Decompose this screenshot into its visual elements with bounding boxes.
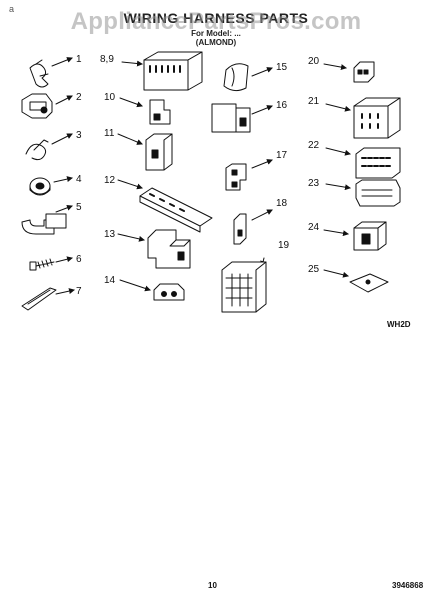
part-15-sleeve — [223, 63, 273, 92]
callout-21: 21 — [308, 96, 320, 107]
part-19-terminal-housing — [221, 257, 267, 313]
part-11-housing — [117, 133, 173, 171]
part-3-wire-tie — [25, 133, 73, 161]
callout-5: 5 — [76, 202, 82, 213]
callout-3: 3 — [76, 130, 82, 141]
callout-12: 12 — [104, 175, 116, 186]
callout-20: 20 — [308, 56, 320, 67]
callout-15: 15 — [276, 62, 288, 73]
callout-7: 7 — [76, 286, 82, 297]
watermark: AppliancePartsPros.com — [70, 8, 362, 35]
part-2-terminal-clip — [21, 93, 73, 119]
part-18-retainer — [233, 209, 273, 245]
page-number: 10 — [208, 581, 217, 590]
callout-numbers: 1 2 3 4 5 6 7 8,9 10 11 12 13 14 15 16 1… — [76, 54, 320, 297]
callout-24: 24 — [308, 222, 320, 233]
part-7-mounting-strap — [21, 287, 75, 311]
callout-4: 4 — [76, 174, 82, 185]
document-number: 3946868 — [392, 581, 424, 590]
part-13-connector-housing — [117, 229, 191, 269]
callout-10: 10 — [104, 92, 116, 103]
part-6-screw — [29, 256, 73, 271]
part-8-9-connector — [121, 51, 203, 91]
callout-1: 1 — [76, 54, 82, 65]
part-23-terminal-strip — [325, 179, 401, 207]
part-25-mounting-plate — [323, 269, 389, 293]
callout-23: 23 — [308, 178, 320, 189]
part-12-terminal-block — [117, 179, 213, 233]
part-10-connector — [119, 97, 171, 125]
part-5-cable-clamp — [21, 204, 73, 235]
callout-22: 22 — [308, 140, 320, 151]
part-24-housing — [323, 221, 387, 251]
callout-14: 14 — [104, 275, 116, 286]
callout-11: 11 — [104, 128, 115, 139]
callout-6: 6 — [76, 254, 82, 265]
callout-18: 18 — [276, 198, 288, 209]
part-16-connector — [211, 103, 273, 133]
part-20-plug — [323, 61, 375, 83]
part-22-multi-pin-connector — [325, 147, 401, 179]
callout-13: 13 — [104, 229, 116, 240]
part-17-small-connector — [225, 159, 273, 191]
diagram-code: WH2D — [387, 320, 411, 329]
part-14-plug — [119, 279, 185, 301]
callout-19: 19 — [278, 240, 290, 251]
callout-2: 2 — [76, 92, 82, 103]
callout-8-9: 8,9 — [100, 54, 114, 65]
model-line: For Model: ... — [191, 29, 241, 38]
corner-mark: a — [9, 4, 15, 14]
callout-16: 16 — [276, 100, 288, 111]
part-4-grommet — [29, 176, 73, 196]
part-21-connector-block — [325, 97, 401, 139]
model-code-line: (ALMOND) — [195, 38, 237, 47]
part-1-wire-clip — [29, 57, 73, 88]
page-title: WIRING HARNESS PARTS — [123, 10, 309, 26]
callout-17: 17 — [276, 150, 288, 161]
callout-25: 25 — [308, 264, 320, 275]
